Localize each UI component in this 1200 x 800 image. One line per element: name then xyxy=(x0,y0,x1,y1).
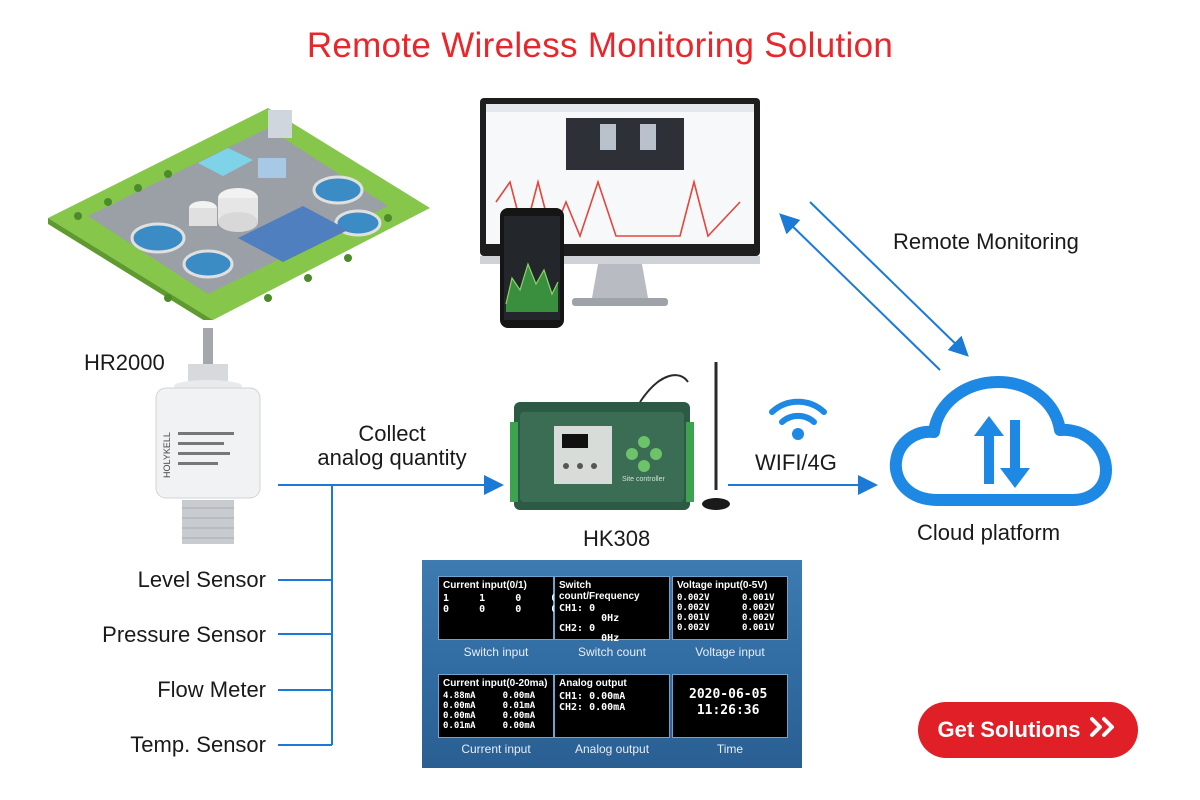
flow-meter-label: Flow Meter xyxy=(157,677,266,702)
page-title: Remote Wireless Monitoring Solution xyxy=(306,26,894,65)
switch-count-cell: Switch count/Frequency CH1: 0 0Hz CH2: 0… xyxy=(554,576,670,644)
cell-value: 4.88mA 0.00mA 0.00mA 0.01mA 0.00mA 0.00m… xyxy=(443,691,536,731)
cell-value: CH1: 0.00mA CH2: 0.00mA xyxy=(559,691,626,713)
hk308-controller-illustration: Site controller xyxy=(510,362,732,522)
current-input-cell: Current input(0-20ma) 4.88mA 0.00mA 0.00… xyxy=(438,674,554,738)
current-input-caption: Current input xyxy=(461,742,531,756)
up-arrow xyxy=(779,213,941,371)
cell-title: Current input(0-20ma) xyxy=(443,678,548,689)
time-cell: 2020-06-05 11:26:36 xyxy=(672,674,788,738)
switch-count-caption: Switch count xyxy=(577,645,647,659)
cell-title: Switch count/Frequency xyxy=(559,580,640,602)
cell-value: CH1: 0 0Hz CH2: 0 0Hz xyxy=(559,603,620,644)
collect-line-1: Collect xyxy=(358,421,426,446)
arrows-updown-icon xyxy=(974,416,1030,488)
analog-output-cell: Analog output CH1: 0.00mA CH2: 0.00mA xyxy=(554,674,670,738)
analog-output-caption: Analog output xyxy=(574,742,650,756)
get-solutions-label: Get Solutions xyxy=(937,717,1081,742)
hk308-label: HK308 xyxy=(583,526,651,551)
level-sensor-label: Level Sensor xyxy=(137,567,266,592)
switch-input-caption: Switch input xyxy=(463,645,529,659)
cell-title: Voltage input(0-5V) xyxy=(677,580,768,591)
switch-input-cell: Current input(0/1) 1 1 0 0 0 0 0 0 xyxy=(438,576,557,640)
water-treatment-plant-illustration xyxy=(48,98,430,326)
down-arrow xyxy=(809,201,969,357)
remote-monitoring-label: Remote Monitoring xyxy=(893,229,1079,254)
controller-caption: Site controller xyxy=(622,476,665,483)
cell-title: Analog output xyxy=(559,678,627,689)
voltage-input-caption: Voltage input xyxy=(695,645,765,659)
wifi-4g-label: WIFI/4G xyxy=(755,450,837,475)
get-solutions-button[interactable]: Get Solutions xyxy=(918,702,1138,758)
cloud-platform-label: Cloud platform xyxy=(917,520,1061,545)
pressure-sensor-label: Pressure Sensor xyxy=(102,622,266,647)
temp-sensor-label: Temp. Sensor xyxy=(130,732,266,757)
time-caption: Time xyxy=(716,742,744,756)
display-panel: Current input(0/1) 1 1 0 0 0 0 0 0 Switc… xyxy=(422,560,802,768)
cell-title: Current input(0/1) xyxy=(443,580,527,591)
radar-level-sensor-illustration: HOLYKELL xyxy=(148,328,268,548)
brand-label: HOLYKELL xyxy=(162,432,172,478)
cell-value: 1 1 0 0 0 0 0 0 xyxy=(443,593,557,615)
cell-value: 0.002V 0.001V 0.002V 0.002V 0.001V 0.002… xyxy=(677,593,775,633)
cloud-icon xyxy=(888,372,1114,512)
wifi-icon xyxy=(768,396,828,442)
collect-line-2: analog quantity xyxy=(317,445,467,470)
collect-label: Collect analog quantity xyxy=(292,422,492,470)
phone-illustration xyxy=(500,208,564,328)
voltage-input-cell: Voltage input(0-5V) 0.002V 0.001V 0.002V… xyxy=(672,576,788,640)
time-value: 2020-06-05 11:26:36 xyxy=(689,687,768,718)
chevrons-right-icon xyxy=(1089,716,1119,744)
hr2000-label: HR2000 xyxy=(84,350,165,375)
